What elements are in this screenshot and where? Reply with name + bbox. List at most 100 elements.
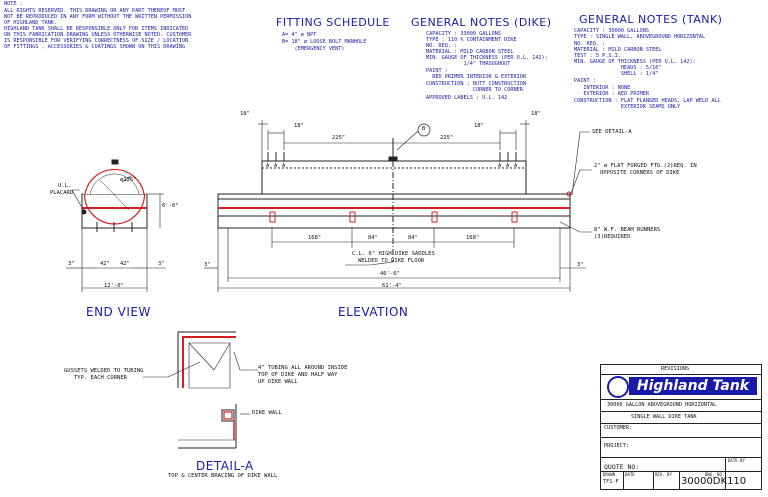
notes-dike-line: CONSTRUCTION : BUTT CONSTRUCTION <box>426 81 526 87</box>
notes-tank-line: SHELL : 1/4" <box>574 71 659 77</box>
notes-tank-line: CONSTRUCTION : FLAT FLANGED HEADS, LAP W… <box>574 98 721 104</box>
dwg-number: 30000DK110 <box>681 476 747 487</box>
notes-dike-line: RED PRIMER INTERIOR & EXTERIOR <box>426 74 526 80</box>
dim-225-left: 225" <box>332 135 346 141</box>
saddle <box>269 211 276 223</box>
detail-tubing: 4" TUBING ALL AROUND INSIDE <box>258 365 348 371</box>
dim-18-left2: 18" <box>294 123 304 129</box>
detail-gussets: GUSSETS WELDED TO TUBING <box>64 368 144 374</box>
end-view <box>81 159 148 232</box>
notes-tank-title: GENERAL NOTES (TANK) <box>579 13 723 26</box>
title-block: REVISIONS Highland Tank 30000 GALLON ABO… <box>600 364 762 490</box>
manhole <box>388 156 398 162</box>
note-line: IS RESPONSIBLE FOR VERIFYING CORRECTNESS… <box>4 38 189 44</box>
cell-date: DATE <box>625 472 635 477</box>
notes-dike-line: TYPE : 110 % CONTAINMENT DIKE <box>426 37 517 43</box>
note-line: OF HIGHLAND TANK. <box>4 20 58 26</box>
notes-tank-line: TYPE : SINGLE WALL, ABOVEGROUND HORIZONT… <box>574 34 706 40</box>
dim-84-right: 84" <box>408 235 418 241</box>
fitting-line: A= 4" ø NPT <box>282 32 317 38</box>
callout-beam-runners: (3)REQUIRED <box>594 234 631 240</box>
customer-label: CUSTOMER: <box>604 425 633 431</box>
end-view-dimensions <box>66 175 166 292</box>
callout-beam-runners: 8" W.F. BEAM RUNNERS <box>594 227 661 233</box>
note-line: OF FITTINGS , ACCESSORIES & COATINGS SHO… <box>4 44 186 50</box>
fitting-a-label: A <box>266 163 270 169</box>
saddle <box>511 211 518 223</box>
elevation-dimensions <box>204 120 592 289</box>
notes-dike-line: APPROVED LABELS : U.L. 142 <box>426 95 508 101</box>
fitting-a-label: A <box>282 163 286 169</box>
dim-225-right: 225" <box>440 135 454 141</box>
notes-tank-line: NO. REQ. : <box>574 41 606 47</box>
fitting-a-label: A <box>506 163 510 169</box>
notes-tank-line: EXTERIOR : RED PRIMER <box>574 91 649 97</box>
notes-tank-line: MATERIAL : MILD CARBON STEEL <box>574 47 662 53</box>
dim-3-right: 3" <box>577 262 584 268</box>
project-label: PROJECT: <box>604 443 629 449</box>
dim-3-left: 3" <box>204 262 211 268</box>
detail-gussets: TYP. EACH CORNER <box>74 375 127 381</box>
note-heading: NOTE : <box>4 1 23 7</box>
saddle-note: WELDED TO DIKE FLOOR <box>358 258 425 264</box>
end-height: 6'-0" <box>162 203 179 209</box>
detail-a <box>177 331 258 449</box>
note-line: HIGHLAND TANK SHALL BE RESPONSIBLE ONLY … <box>4 26 189 32</box>
dim-46-6: 46'-6" <box>380 271 400 277</box>
dim-18-right: 18" <box>474 123 484 129</box>
tank-shell <box>261 160 527 195</box>
cell-dwg-no: DWG. NO. <box>705 472 725 477</box>
detail-dike-wall: DIKE WALL <box>252 410 282 416</box>
detail-tubing: UP DIKE WALL <box>258 379 298 385</box>
description-line1: 30000 GALLON ABOVEGROUND HORIZONTAL <box>607 402 717 408</box>
fitting-a-label: A <box>514 163 518 169</box>
notes-dike-line: NO. REQ. : <box>426 43 458 49</box>
note-line: ALL RIGHTS RESERVED. THIS DRAWING OR ANY… <box>4 8 186 14</box>
detail-title: DETAIL-A <box>196 459 254 473</box>
elevation-view <box>217 138 572 292</box>
revisions-label: REVISIONS <box>661 366 690 372</box>
notes-dike-line: MIN. GAUGE OF THICKNESS (PER U.L. 142): <box>426 55 548 61</box>
notes-tank-line: MIN. GAUGE OF THICKNESS (PER U.L. 142): <box>574 59 696 65</box>
saddle <box>349 211 356 223</box>
fitting-a-label: A <box>274 163 278 169</box>
ul-placard: U.L. <box>58 183 72 189</box>
callout-flat-forged: 2" ø FLAT FORGED FTG.(2)REQ. IN <box>594 163 697 169</box>
quote-label: QUOTE NO: <box>604 463 640 471</box>
company-logo: Highland Tank <box>629 377 757 395</box>
saddle <box>431 211 438 223</box>
notes-dike-line: MATERIAL : MILD CARBON STEEL <box>426 49 514 55</box>
cell-drawn: DRAWN <box>603 472 616 477</box>
notes-tank-line: CAPACITY : 30000 GALLONS <box>574 28 649 34</box>
notes-dike-title: GENERAL NOTES (DIKE) <box>411 16 552 29</box>
callout-flat-forged: OPPOSITE CORNERS OF DIKE <box>600 170 680 176</box>
manhole-balloon <box>417 123 431 137</box>
manhole-label: B <box>422 126 426 132</box>
fitting-line: (EMERGENCY VENT) <box>282 46 345 52</box>
elevation-title: ELEVATION <box>338 305 409 319</box>
callout-see-detail: SEE DETAIL-A <box>592 129 632 135</box>
date-by-label: DATE BY <box>728 458 745 463</box>
end-dim-3-left: 3" <box>68 261 75 267</box>
end-view-title: END VIEW <box>86 305 151 319</box>
notes-tank-line: TEST : 5 P.S.I. <box>574 53 621 59</box>
end-dim-42-right: 42" <box>120 261 130 267</box>
fitting-line: B= 18" ø LOOSE BOLT MANHOLE <box>282 39 367 45</box>
dim-84-left: 84" <box>368 235 378 241</box>
dim-168-left: 168" <box>308 235 322 241</box>
cell-rev-by: REV. BY <box>655 472 672 477</box>
notes-tank-line: EXTERIOR SEAMS ONLY <box>574 104 681 110</box>
ul-placard: PLACARD <box>50 190 74 196</box>
end-dim-42-left: 42" <box>100 261 110 267</box>
end-dim-width: 12'-0" <box>104 283 124 289</box>
company-logo-text: Highland Tank <box>636 378 750 394</box>
detail-subtitle: TOP & CENTER BRACING OF DIKE WALL <box>168 473 278 479</box>
description-line2: SINGLE WALL DIKE TANK <box>631 414 697 420</box>
saddle-note: C.L. 6" HIGH DIKE SADDLES <box>352 251 435 257</box>
notes-dike-line: CAPACITY : 33000 GALLONS <box>426 31 501 37</box>
notes-dike-line: CORNER TO CORNER <box>426 87 523 93</box>
end-diameter: ø126" <box>120 177 137 183</box>
note-line: ON THIS FABRICATION DRAWING UNLESS OTHER… <box>4 32 192 38</box>
end-dim-3-right: 3" <box>158 261 165 267</box>
